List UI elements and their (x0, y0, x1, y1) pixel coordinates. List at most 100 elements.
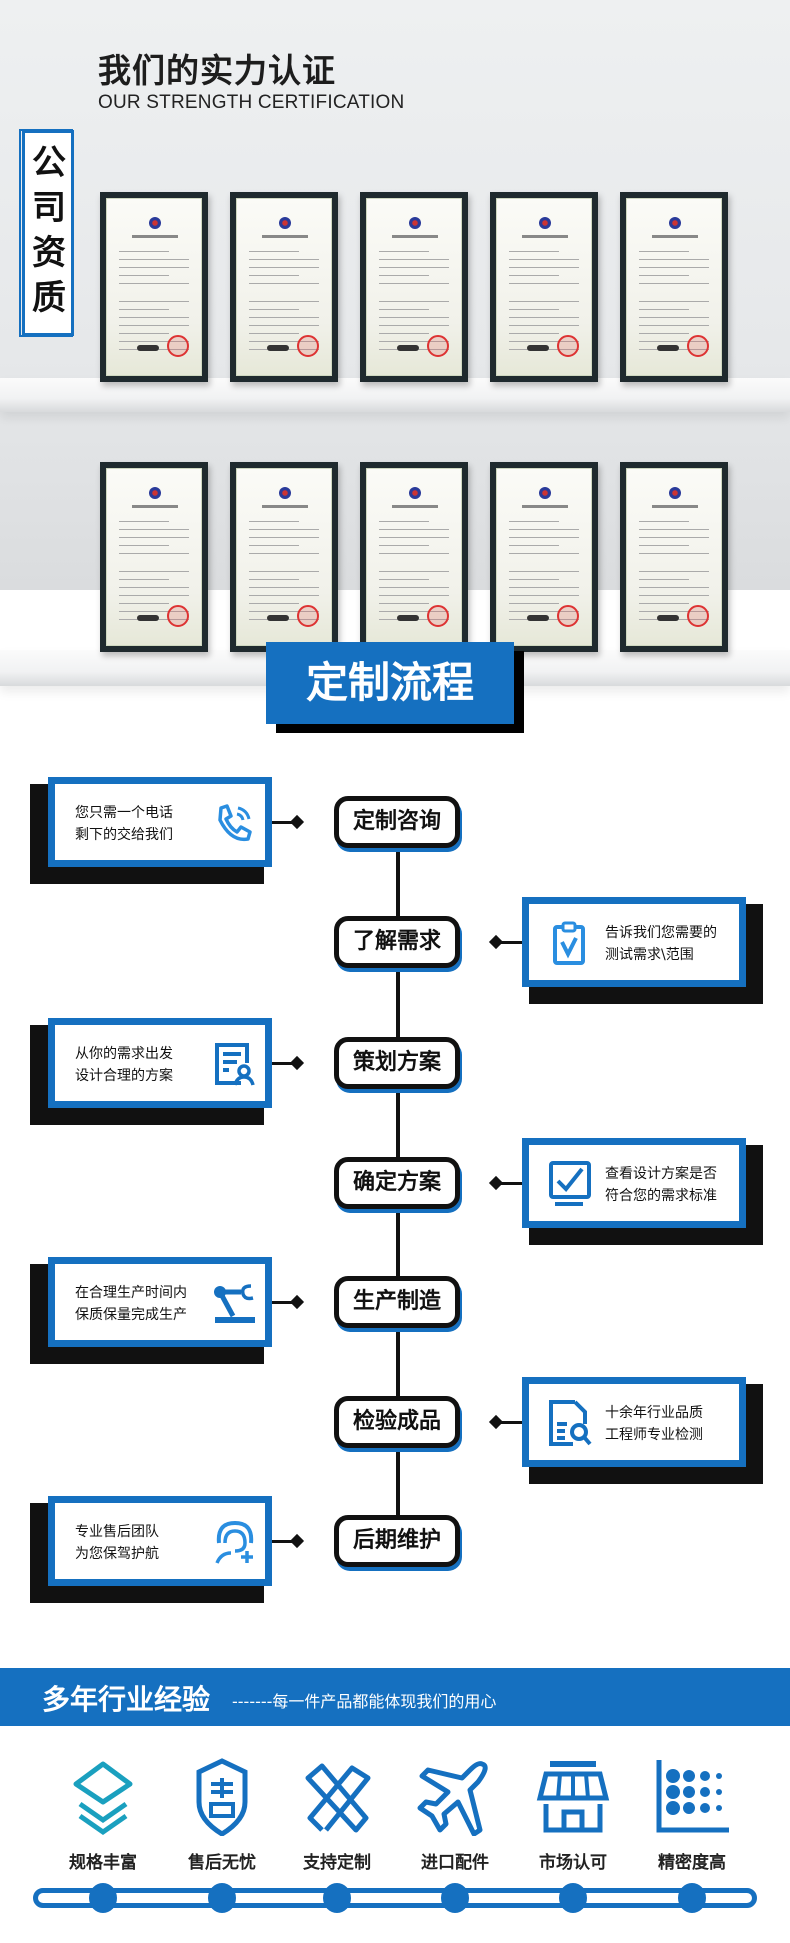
feature-layers: 规格丰富 (53, 1758, 153, 1873)
red-seal-icon (167, 335, 189, 357)
red-seal-icon (167, 605, 189, 627)
patent-logo-icon (539, 487, 551, 499)
step-label: 了解需求 (352, 929, 441, 954)
certification-title: 我们的实力认证 (98, 51, 336, 90)
ruler-pencil-icon (298, 1763, 376, 1840)
feature-label: 规格丰富 (69, 1853, 137, 1873)
diamond-icon (488, 1175, 504, 1191)
patent-logo-icon (149, 217, 161, 229)
shelf (0, 378, 790, 412)
certificate-frame (490, 192, 598, 382)
document-search-icon (547, 1400, 593, 1446)
diamond-icon (289, 1533, 305, 1549)
experience-title: 多年行业经验 (42, 1683, 211, 1716)
connector-line (496, 1182, 522, 1185)
step-description-line: 剩下的交给我们 (75, 827, 173, 843)
step-description: 专业售后团队为您保驾护航 (75, 1521, 159, 1565)
patent-certificate (496, 468, 592, 646)
process-title: 定制流程 (266, 642, 514, 724)
phone-icon (211, 800, 257, 846)
patent-logo-icon (669, 487, 681, 499)
step-label: 定制咨询 (352, 809, 441, 834)
process-step-6: 检验成品 (334, 1396, 460, 1448)
red-seal-icon (297, 605, 319, 627)
step-description-card: 在合理生产时间内保质保量完成生产 (48, 1257, 272, 1347)
diamond-icon (289, 1294, 305, 1310)
step-description-card: 从你的需求出发设计合理的方案 (48, 1018, 272, 1108)
document-user-icon (211, 1041, 257, 1087)
step-description-line: 从你的需求出发 (75, 1046, 173, 1062)
certification-subtitle: OUR STRENGTH CERTIFICATION (98, 92, 405, 113)
step-description: 查看设计方案是否符合您的需求标准 (605, 1163, 717, 1207)
patent-certificate (236, 468, 332, 646)
step-description: 十余年行业品质工程师专业检测 (605, 1402, 703, 1446)
robot-arm-icon (211, 1280, 257, 1326)
feature-label: 精密度高 (658, 1853, 726, 1873)
patent-certificate (366, 468, 462, 646)
step-description-line: 测试需求\范围 (605, 947, 694, 963)
process-step-2: 了解需求 (334, 916, 460, 968)
patent-certificate (236, 198, 332, 376)
patent-logo-icon (149, 487, 161, 499)
clipboard-check-icon (547, 920, 593, 966)
process-step-3: 策划方案 (334, 1037, 460, 1089)
patent-logo-icon (409, 487, 421, 499)
red-seal-icon (427, 605, 449, 627)
patent-certificate (106, 198, 202, 376)
step-description: 在合理生产时间内保质保量完成生产 (75, 1282, 187, 1326)
step-description-line: 工程师专业检测 (605, 1427, 703, 1443)
step-description-line: 在合理生产时间内 (75, 1285, 187, 1301)
red-seal-icon (557, 605, 579, 627)
step-label: 确定方案 (352, 1170, 441, 1195)
progress-dot (559, 1883, 587, 1913)
feature-label: 市场认可 (539, 1853, 607, 1873)
step-description-card: 告诉我们您需要的测试需求\范围 (522, 897, 746, 987)
feature-store: 市场认可 (523, 1758, 623, 1873)
dot-grid-icon (653, 1760, 731, 1840)
progress-track (33, 1888, 757, 1908)
step-description-line: 为您保驾护航 (75, 1546, 159, 1562)
step-description: 告诉我们您需要的测试需求\范围 (605, 922, 717, 966)
certification-section: 我们的实力认证 OUR STRENGTH CERTIFICATION 公司资质 (0, 0, 790, 686)
certificate-frame (100, 192, 208, 382)
patent-certificate (496, 198, 592, 376)
connector-line (496, 941, 522, 944)
store-icon (534, 1761, 612, 1840)
connector-line (272, 1062, 298, 1065)
certificate-frame (620, 462, 728, 652)
patent-certificate (106, 468, 202, 646)
step-description-card: 十余年行业品质工程师专业检测 (522, 1377, 746, 1467)
progress-dot (678, 1883, 706, 1913)
diamond-icon (488, 1414, 504, 1430)
connector-line (272, 821, 298, 824)
patent-certificate (626, 198, 722, 376)
certificate-frame (620, 192, 728, 382)
diamond-icon (289, 814, 305, 830)
airplane-icon (416, 1761, 494, 1840)
side-label-text: 公司资质 (32, 143, 66, 318)
progress-dot (441, 1883, 469, 1913)
certificate-frame (360, 192, 468, 382)
step-description-card: 专业售后团队为您保驾护航 (48, 1496, 272, 1586)
progress-dot (323, 1883, 351, 1913)
step-description-line: 设计合理的方案 (75, 1068, 173, 1084)
step-description-line: 十余年行业品质 (605, 1405, 703, 1421)
red-seal-icon (297, 335, 319, 357)
connector-line (272, 1301, 298, 1304)
step-description: 您只需一个电话剩下的交给我们 (75, 802, 173, 846)
company-qualification-label: 公司资质 (19, 129, 74, 337)
step-label: 后期维护 (352, 1528, 441, 1553)
patent-logo-icon (669, 217, 681, 229)
feature-dot-grid: 精密度高 (642, 1758, 742, 1873)
process-step-1: 定制咨询 (334, 796, 460, 848)
feature-shield: 售后无忧 (172, 1758, 272, 1873)
certificate-frame (490, 462, 598, 652)
feature-label: 售后无忧 (188, 1853, 256, 1873)
red-seal-icon (557, 335, 579, 357)
step-description-line: 查看设计方案是否 (605, 1166, 717, 1182)
feature-airplane: 进口配件 (405, 1758, 505, 1873)
process-step-5: 生产制造 (334, 1276, 460, 1328)
diamond-icon (289, 1055, 305, 1071)
patent-certificate (626, 468, 722, 646)
feature-label: 进口配件 (421, 1853, 489, 1873)
